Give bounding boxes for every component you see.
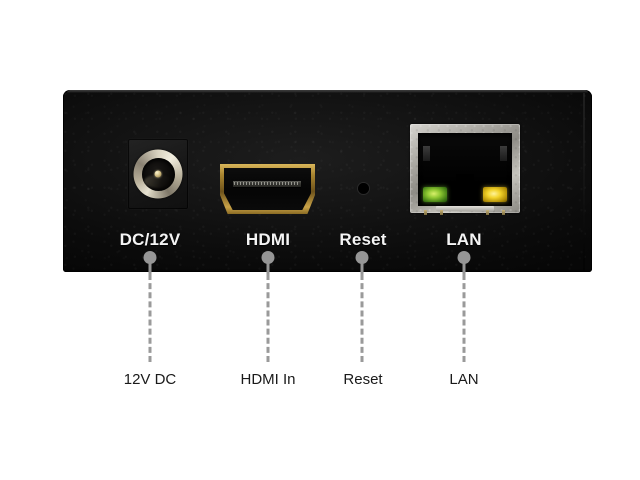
callout-label-hdmi-in: HDMI In [240,371,296,388]
lan-ground-pin [440,210,443,215]
callout-pin-stem-hdmi [266,262,270,274]
lan-ground-pin [486,210,489,215]
silkscreen-label-lan: LAN [446,230,482,249]
lan-tab-left [423,146,430,161]
callout-pin-stem-reset [360,262,364,274]
device-rear-panel [63,90,592,272]
callout-pin-dot-hdmi [261,251,275,264]
dc-jack-center-pin [154,170,162,178]
callout-pin-dot-reset [355,251,369,264]
panel-bottom-bevel [63,269,592,272]
callout-label-12v-dc: 12V DC [123,371,177,388]
lan-activity-led-yellow [483,187,507,202]
panel-right-seam [583,93,585,272]
dc-jack-ring-icon[interactable] [133,149,183,199]
lan-keying-notch [455,173,475,206]
panel-top-bevel [67,90,588,93]
callout-leader-reset [360,274,364,362]
lan-link-led-green [423,187,447,202]
callout-leader-hdmi [266,274,270,362]
hdmi-contact-blade [233,181,301,187]
callout-leader-lan [462,274,466,362]
hdmi-port[interactable] [220,164,315,214]
hdmi-cavity [224,168,311,210]
lan-ground-pin [502,210,505,215]
callout-pin-stem-lan [462,262,466,274]
lan-tab-right [500,146,507,161]
silkscreen-label-hdmi: HDMI [245,230,291,249]
callout-label-reset: Reset [343,371,383,388]
lan-ground-pin [424,210,427,215]
callout-leader-dc [148,274,152,362]
callout-label-lan: LAN [449,371,479,388]
lan-cavity [418,133,512,206]
silkscreen-label-reset: Reset [339,230,387,249]
callout-pin-dot-dc [143,251,157,264]
silkscreen-label-dc: DC/12V [119,230,181,249]
lan-latch-slot [436,206,494,211]
callout-pin-stem-dc [148,262,152,274]
dc-jack-sheen [144,174,173,188]
reset-pinhole-button[interactable] [358,183,369,194]
callout-pin-dot-lan [457,251,471,264]
dc-jack-plate [128,139,188,209]
lan-rj45-port[interactable] [410,124,520,215]
dc-jack-bore [141,157,175,191]
